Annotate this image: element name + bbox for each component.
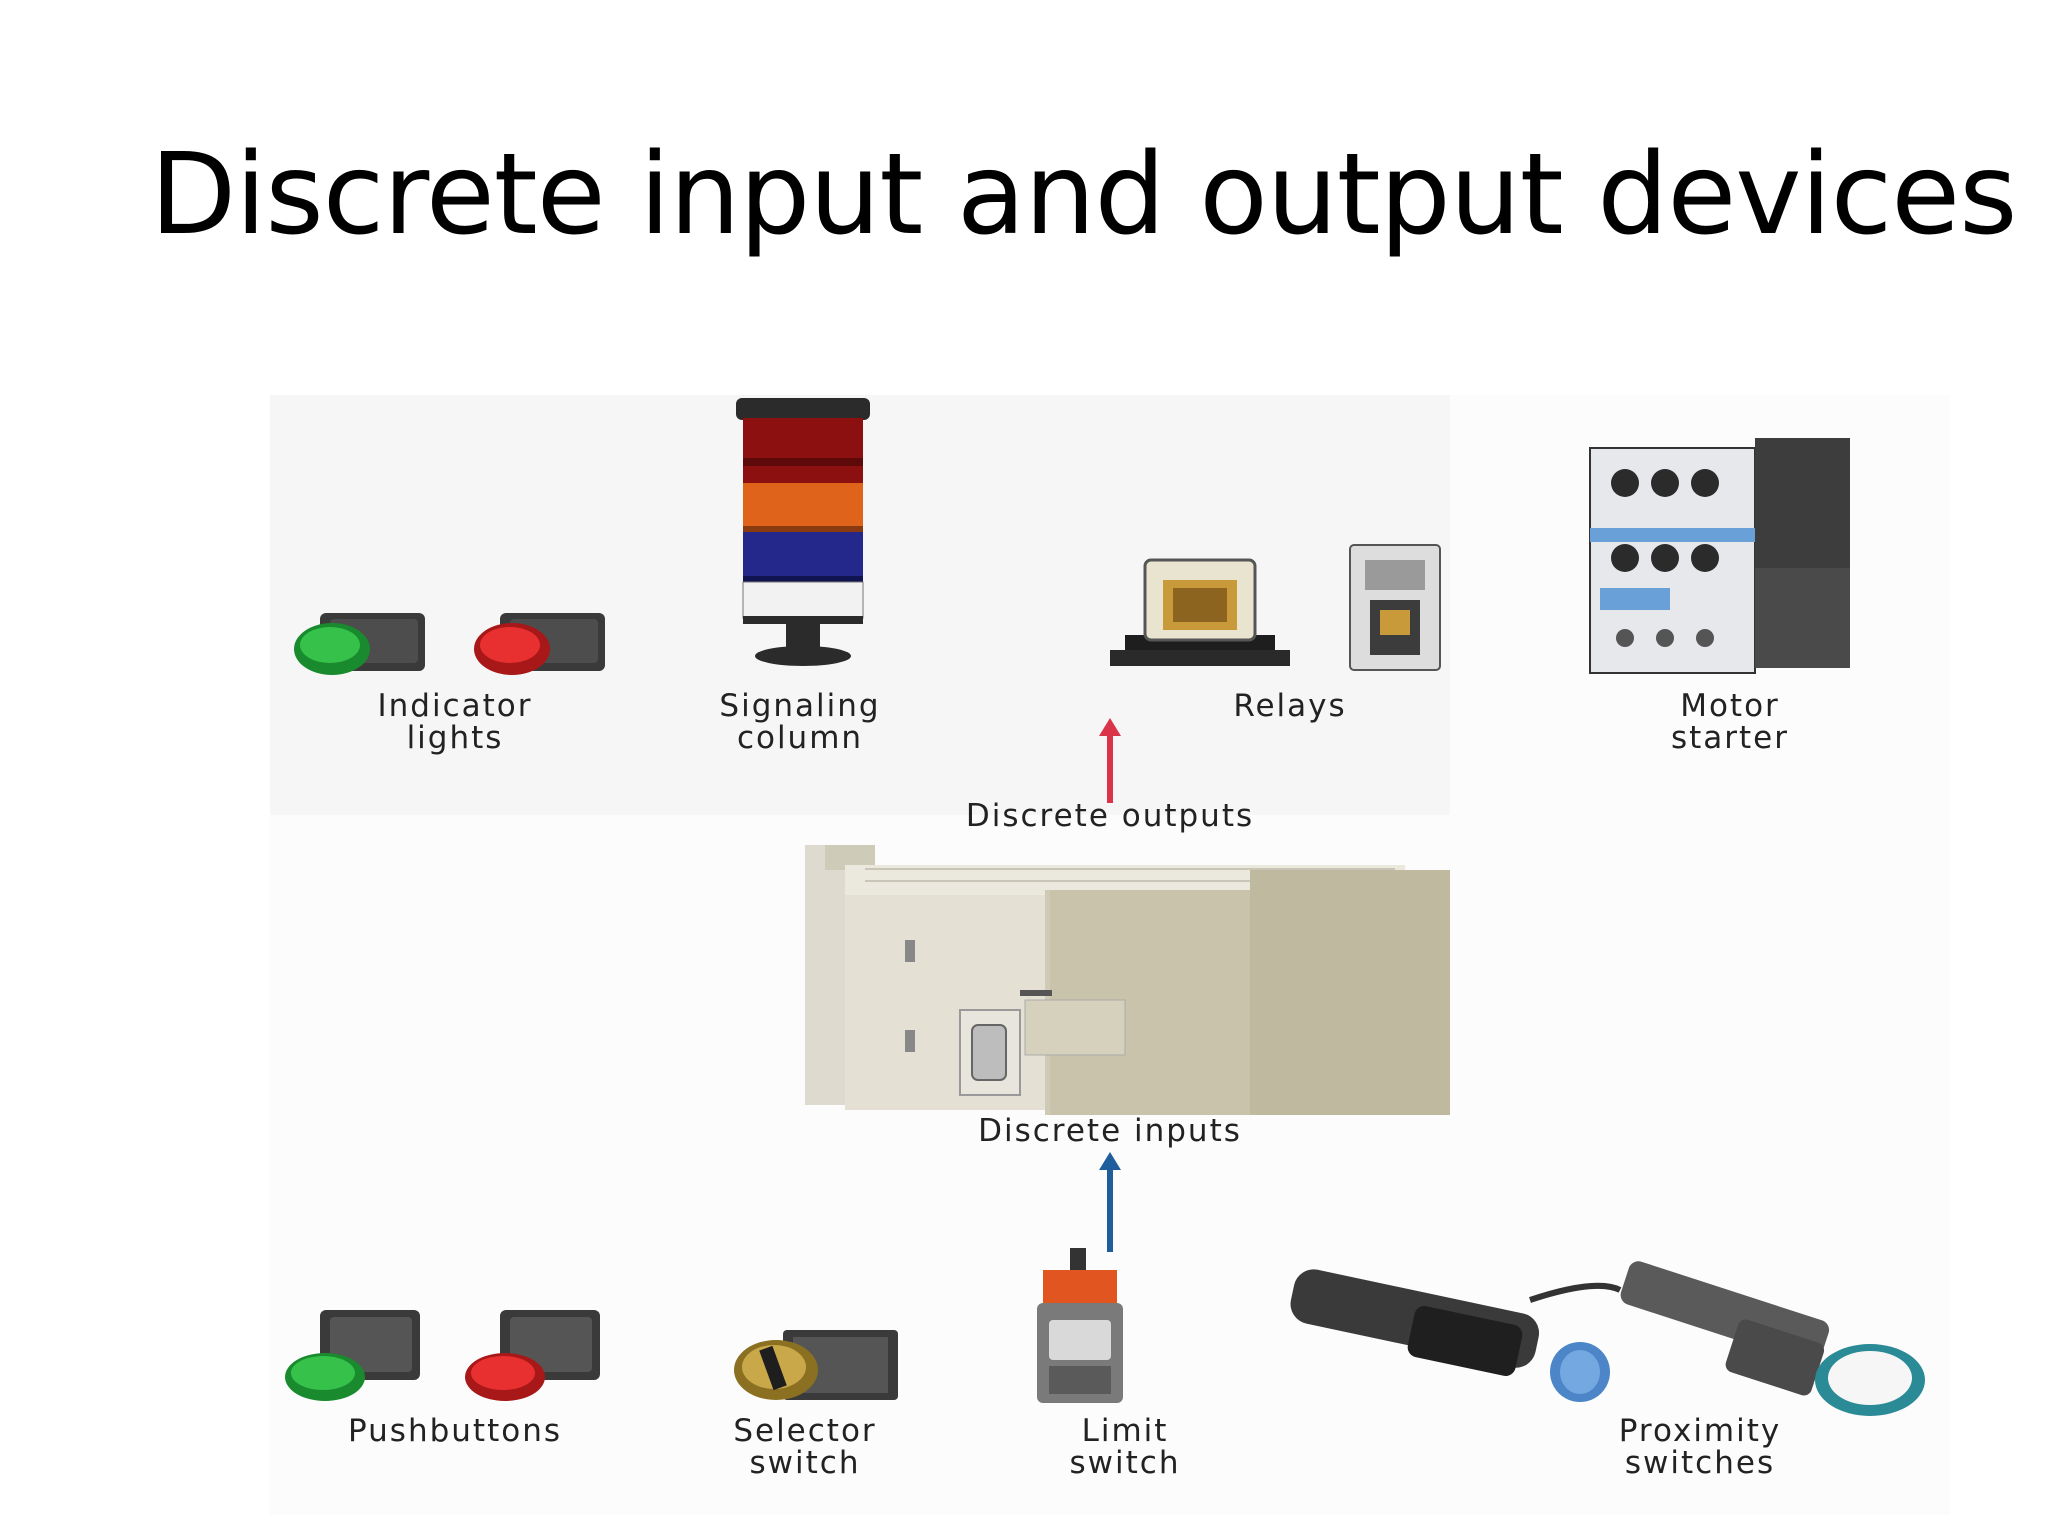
- pushbuttons-label: Pushbuttons: [348, 1413, 562, 1449]
- output-arrow-icon: [1099, 718, 1121, 803]
- plc-icon: [805, 845, 1450, 1115]
- relay-icon: [1110, 544, 1441, 671]
- motor-starter-icon: [1589, 438, 1850, 674]
- limit-switch-icon: [1037, 1248, 1123, 1403]
- discrete-outputs-label: Discrete outputs: [965, 798, 1255, 834]
- discrete-inputs-label: Discrete inputs: [978, 1113, 1242, 1149]
- proximity-switches-label: Proximity switches: [1618, 1413, 1782, 1481]
- slide-title: Discrete input and output devices: [150, 130, 2017, 260]
- input-arrow-icon: [1099, 1152, 1121, 1252]
- indicator-light-icon: [294, 613, 605, 675]
- relays-label: Relays: [1233, 688, 1347, 724]
- motor-starter-label: Motor starter: [1670, 688, 1790, 756]
- signaling-column-label: Signaling column: [719, 688, 881, 756]
- selector-switch-icon: [734, 1330, 898, 1400]
- proximity-sensor-icon: [1290, 1261, 1925, 1416]
- pushbutton-icon: [285, 1310, 600, 1401]
- selector-switch-label: Selector switch: [733, 1413, 877, 1481]
- indicator-lights-label: Indicator lights: [377, 688, 533, 756]
- limit-switch-label: Limit switch: [1069, 1413, 1181, 1481]
- signal-tower-icon: [736, 398, 870, 666]
